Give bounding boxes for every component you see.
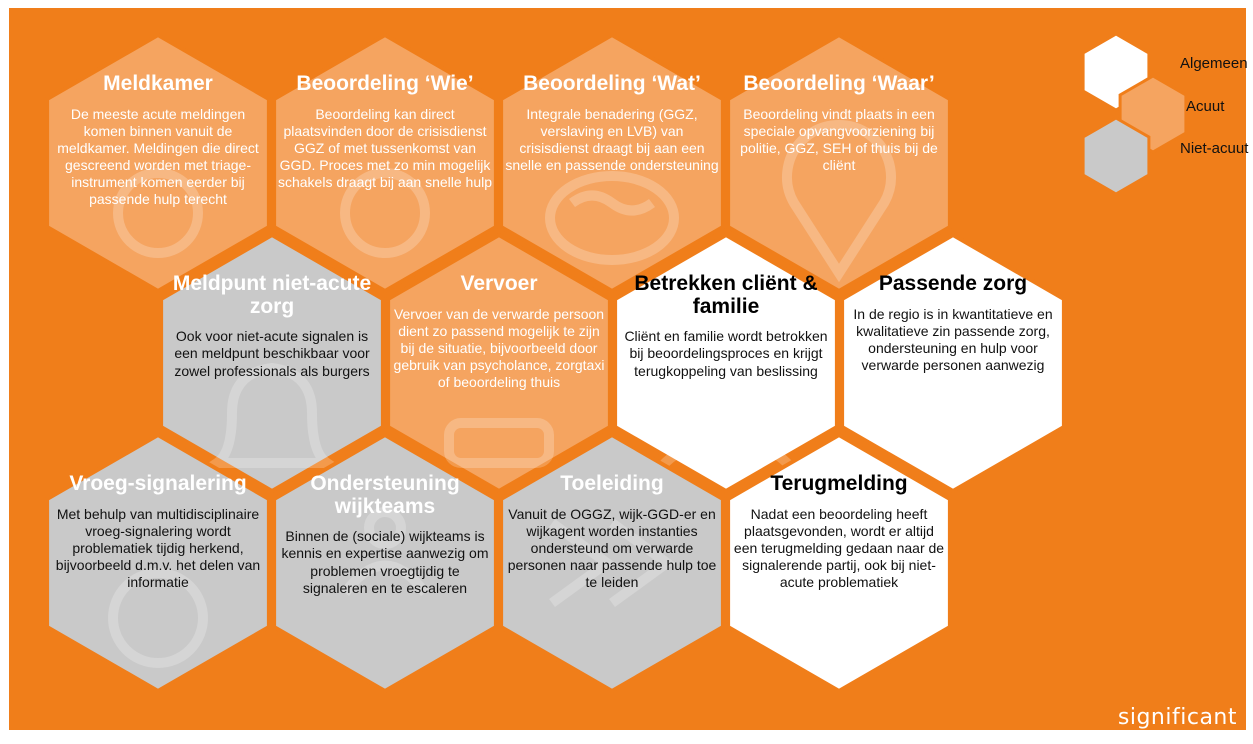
hex-toeleiding — [499, 432, 725, 694]
arrows-icon — [549, 518, 676, 608]
hex-passende-zorg — [840, 232, 1066, 494]
hex-beoordeling-wie — [272, 32, 498, 294]
hex-body: De meeste acute meldingen komen binnen v… — [57, 105, 259, 208]
clock-icon — [883, 303, 1023, 443]
hex-body: In de regio is in kwantitatieve en kwali… — [853, 305, 1053, 373]
hex-title: Passende zorg — [878, 272, 1028, 295]
legend-label: Niet-acuut — [1180, 140, 1249, 157]
hex-body: Vervoer van de verwarde persoon dient zo… — [393, 305, 605, 390]
hex-body: Integrale benadering (GGZ, verslaving en… — [505, 105, 719, 173]
hex-title: Ondersteuning wijkteams — [310, 472, 460, 518]
legend-hex-niet-acuut — [1081, 116, 1151, 196]
hex-text-passende-zorg: Passende zorg In de regio is in kwantitat… — [845, 272, 1061, 374]
hex-betrekken — [613, 232, 839, 494]
hex-title: Betrekken cliënt & familie — [634, 272, 818, 318]
hex-beoordeling-waar — [726, 32, 952, 294]
hex-body: Binnen de (sociale) wijkteams is kennis … — [281, 528, 489, 596]
hex-title: Vroeg-signalering — [69, 472, 247, 495]
hex-body: Nadat een beoordeling heeft plaatsgevond… — [733, 505, 945, 590]
hex-body: Beoordeling vindt plaats in een speciale… — [740, 105, 938, 173]
car-icon — [444, 418, 554, 468]
hex-beoordeling-wat — [499, 32, 725, 294]
team-icon — [340, 507, 430, 597]
hex-title: Vervoer — [460, 272, 538, 295]
person-icon — [340, 168, 430, 258]
hex-text-beoordeling-waar: Beoordeling ‘Waar’ Beoordeling vindt plaa… — [731, 72, 947, 174]
hex-title: Beoordeling ‘Wat’ — [523, 72, 701, 95]
hex-text-meldkamer: Meldkamer De meeste acute meldingen komen… — [50, 72, 266, 208]
hex-vroegsignalering — [45, 432, 271, 694]
hex-body: Cliënt en familie wordt betrokken bij be… — [624, 328, 828, 379]
hex-text-beoordeling-wie: Beoordeling ‘Wie’ Beoordeling kan direct … — [277, 72, 493, 191]
bell-icon — [200, 362, 344, 468]
rewind-icon — [780, 539, 893, 627]
hex-title: Terugmelding — [770, 472, 908, 495]
hex-title: Meldpunt niet-acute zorg — [172, 272, 372, 318]
hex-meldpunt — [159, 232, 385, 494]
hex-title: Toeleiding — [560, 472, 664, 495]
brain-icon — [545, 171, 679, 265]
location-pin-icon — [782, 120, 896, 283]
brand-logo: significant — [1117, 705, 1237, 730]
hex-body: Met behulp van multidisciplinaire vroeg-… — [55, 505, 261, 590]
hex-meldkamer — [45, 32, 271, 294]
headset-icon — [113, 168, 203, 258]
hex-body: Ook voor niet-acute signalen is een meld… — [174, 328, 370, 379]
hex-wijkteams — [272, 432, 498, 694]
hex-title: Meldkamer — [103, 72, 213, 95]
legend-label: Algemeen — [1180, 55, 1248, 72]
legend-label: Acuut — [1186, 98, 1225, 115]
hex-body: Beoordeling kan direct plaatsvinden door… — [277, 105, 493, 190]
hex-vervoer — [386, 232, 612, 494]
eye-icon — [108, 568, 208, 668]
hex-text-beoordeling-wat: Beoordeling ‘Wat’ Integrale benadering (G… — [504, 72, 720, 174]
hex-title: Beoordeling ‘Waar’ — [743, 72, 935, 95]
hex-body: Vanuit de OGGZ, wijk-GGD-er en wijkagent… — [507, 505, 717, 590]
hex-terugmelding — [726, 432, 952, 694]
hex-title: Beoordeling ‘Wie’ — [296, 72, 474, 95]
